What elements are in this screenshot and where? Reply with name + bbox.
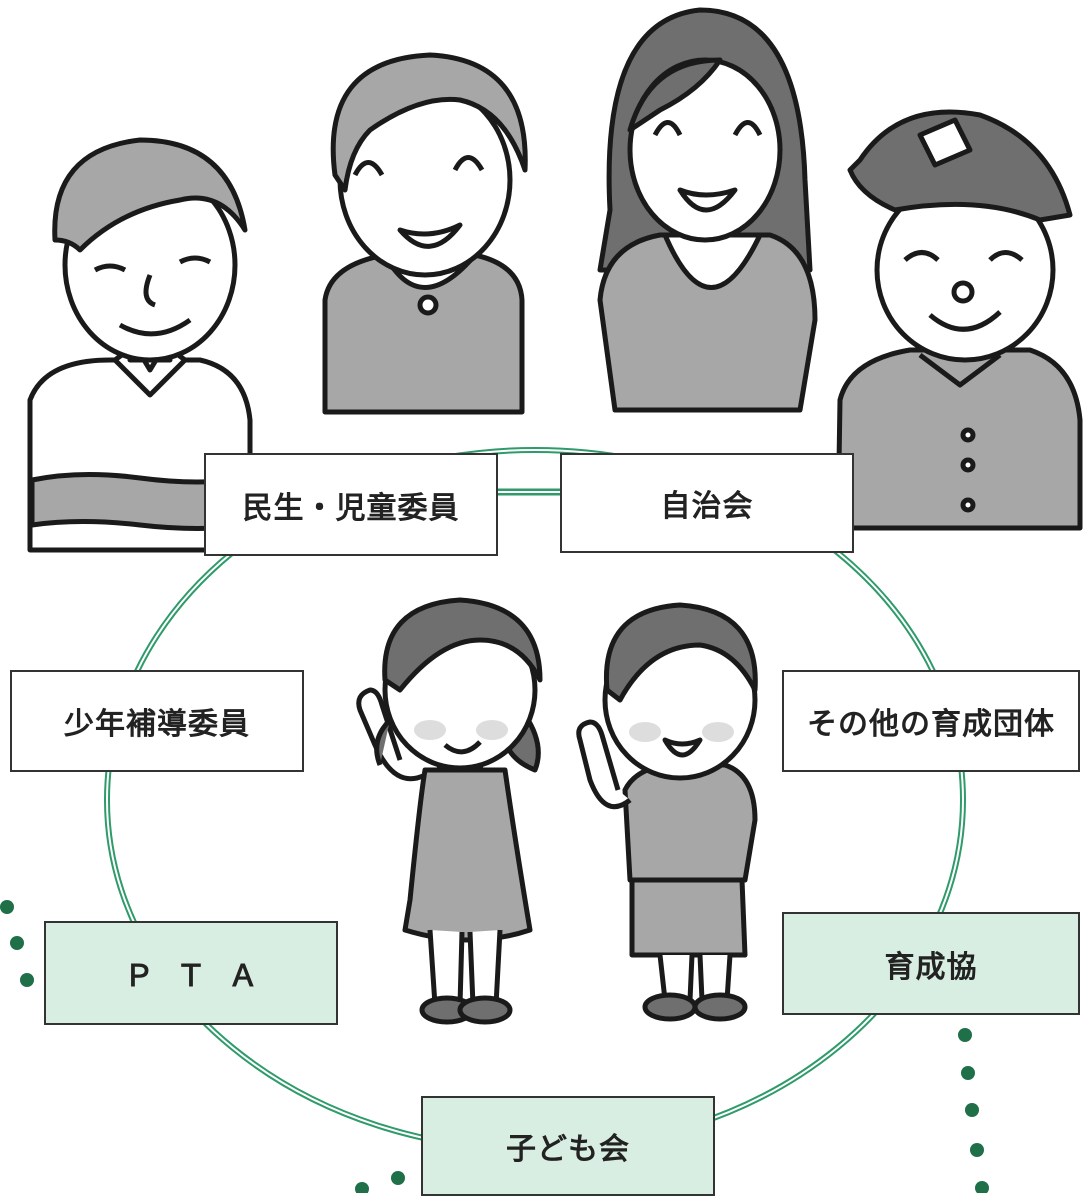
node-kodomokai: 子ども会 [421, 1096, 715, 1196]
node-pta: ＰＴＡ [44, 921, 338, 1025]
person-woman-vneck-icon [322, 52, 528, 415]
person-woman-long-hair-icon [597, 7, 818, 413]
node-minsei-jido-iin: 民生・児童委員 [204, 453, 498, 556]
node-shonen-hodo-iin: 少年補導委員 [10, 670, 304, 772]
child-boy-waving-icon [576, 602, 758, 1022]
node-jichikai: 自治会 [560, 453, 854, 553]
dotted-trail-right [958, 1028, 989, 1193]
node-sonota-ikusei-dantai: その他の育成団体 [782, 670, 1080, 772]
child-girl-waving-icon [356, 597, 543, 1025]
person-man-sweater-icon [27, 137, 253, 553]
person-man-cap-icon [835, 109, 1083, 531]
dotted-trail-left [0, 900, 34, 987]
node-ikuseikyo: 育成協 [782, 912, 1080, 1015]
dotted-trail-bottom [355, 1171, 405, 1193]
